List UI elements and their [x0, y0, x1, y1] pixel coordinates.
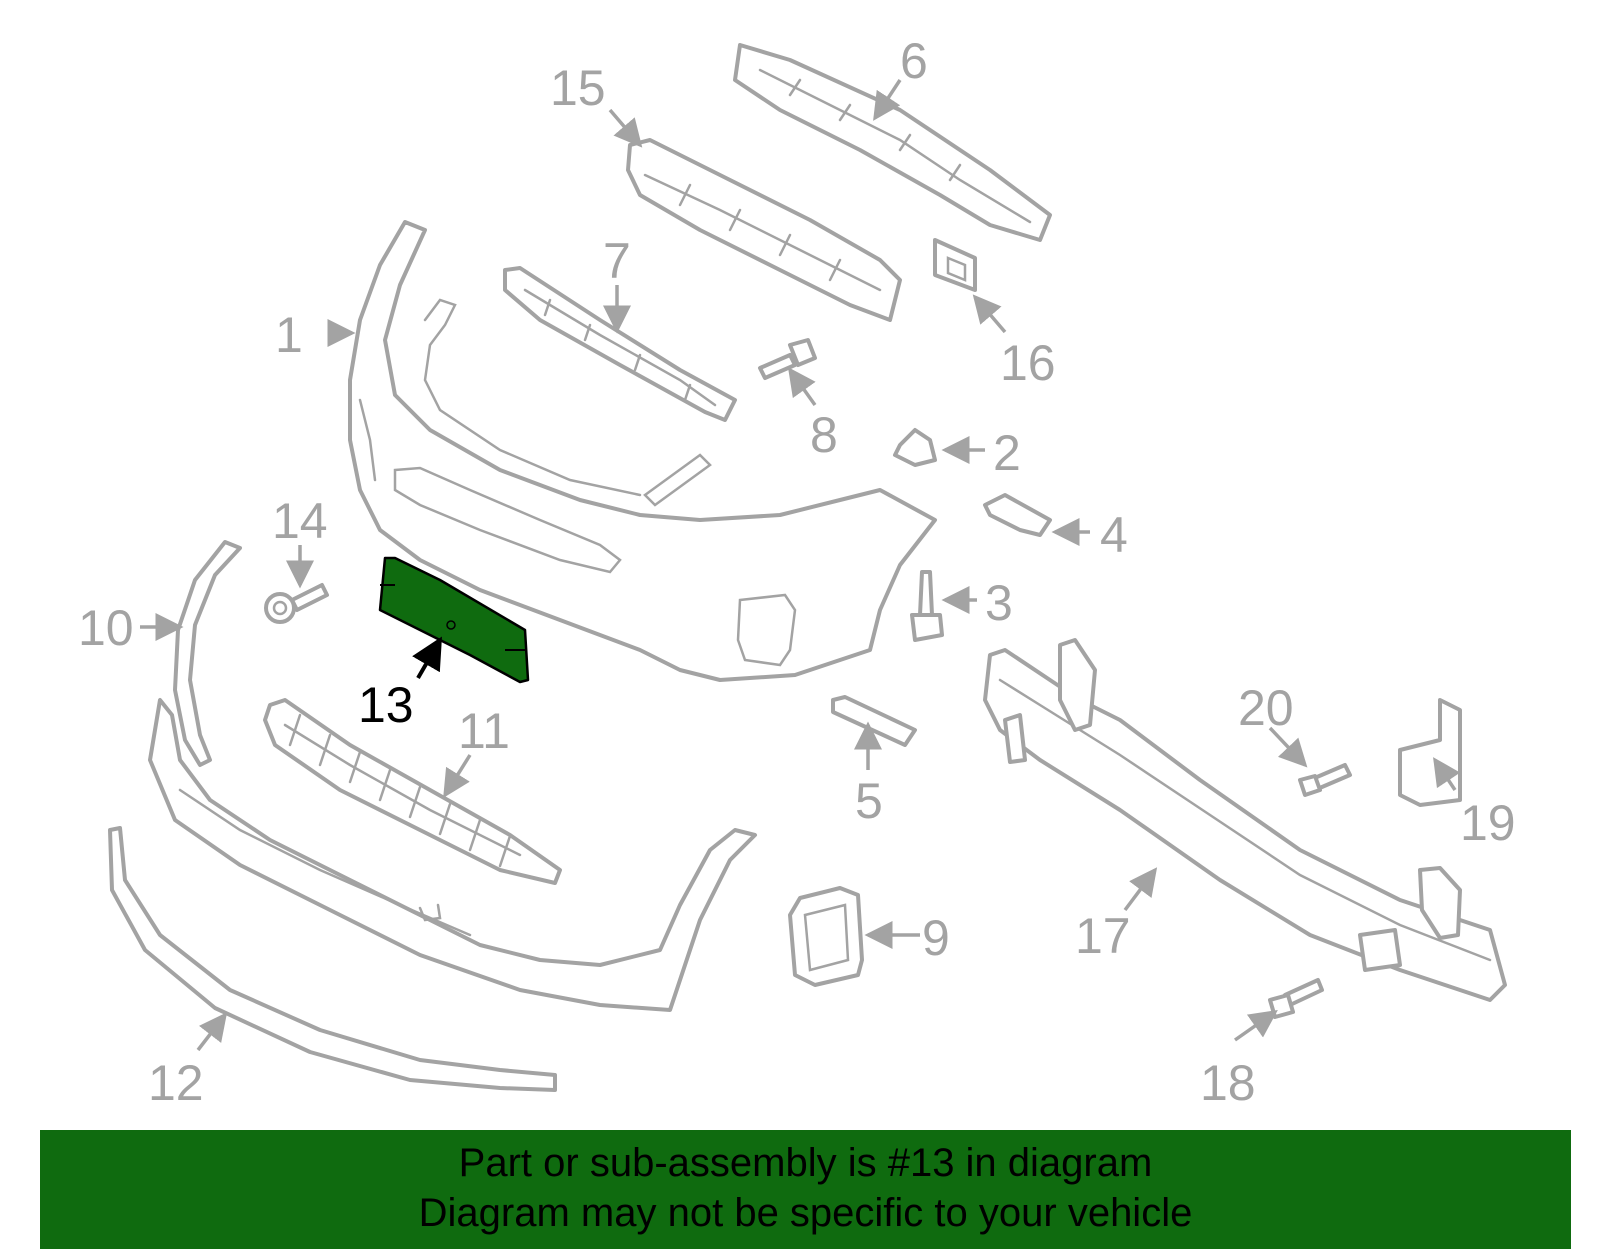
callout-13: 13	[358, 677, 414, 733]
part-11-lower-grille	[263, 698, 562, 885]
callout-7: 7	[603, 233, 631, 289]
part-8-bolt	[758, 338, 817, 380]
leader-lines	[140, 79, 1461, 1052]
part-5-retainer	[831, 695, 917, 747]
banner-part-line: Part or sub-assembly is #13 in diagram	[458, 1141, 1153, 1185]
callout-labels: 1 2 3 4 5 6 7 8 9 10 11 12 13 14 15 16 1…	[78, 33, 1516, 1111]
callout-15: 15	[550, 60, 606, 116]
callout-8: 8	[810, 407, 838, 463]
part-1-bumper-cover	[348, 220, 937, 682]
part-20-bolt	[1298, 763, 1352, 797]
part-9-fog-bezel	[788, 886, 864, 987]
part-18-bolt	[1268, 978, 1324, 1019]
callout-3: 3	[985, 575, 1013, 631]
callout-10: 10	[78, 600, 134, 656]
part-12-lower-lip	[108, 826, 557, 1092]
callout-9: 9	[922, 910, 950, 966]
part-10-strip	[173, 540, 242, 767]
callout-19: 19	[1460, 795, 1516, 851]
callout-1: 1	[275, 307, 303, 363]
callout-4: 4	[1100, 507, 1128, 563]
part-3-screw	[910, 570, 944, 642]
callout-16: 16	[1000, 335, 1056, 391]
callout-17: 17	[1075, 908, 1131, 964]
parts-diagram: 1 2 3 4 5 6 7 8 9 10 11 12 13 14 15 16 1…	[78, 33, 1516, 1111]
lower-fascia	[148, 698, 757, 1012]
callout-5: 5	[855, 773, 883, 829]
callout-20: 20	[1238, 680, 1294, 736]
part-7-grille	[503, 266, 737, 422]
part-14-bolt	[264, 583, 329, 624]
part-17-beam	[983, 638, 1507, 1002]
part-4-clip	[983, 493, 1052, 537]
callout-11: 11	[458, 703, 510, 759]
callout-14: 14	[272, 493, 328, 549]
part-15-bracket	[626, 138, 902, 322]
banner-disclaimer-line: Diagram may not be specific to your vehi…	[418, 1191, 1193, 1235]
callout-18: 18	[1200, 1055, 1256, 1111]
callout-6: 6	[900, 33, 928, 89]
part-19-bracket	[1398, 698, 1462, 807]
part-2-clip	[893, 428, 937, 467]
part-13-license-bracket	[378, 556, 530, 684]
callout-2: 2	[993, 425, 1021, 481]
callout-12: 12	[148, 1055, 204, 1111]
part-16-bracket	[933, 238, 977, 292]
part-info-banner: Part or sub-assembly is #13 in diagram D…	[40, 1130, 1571, 1249]
